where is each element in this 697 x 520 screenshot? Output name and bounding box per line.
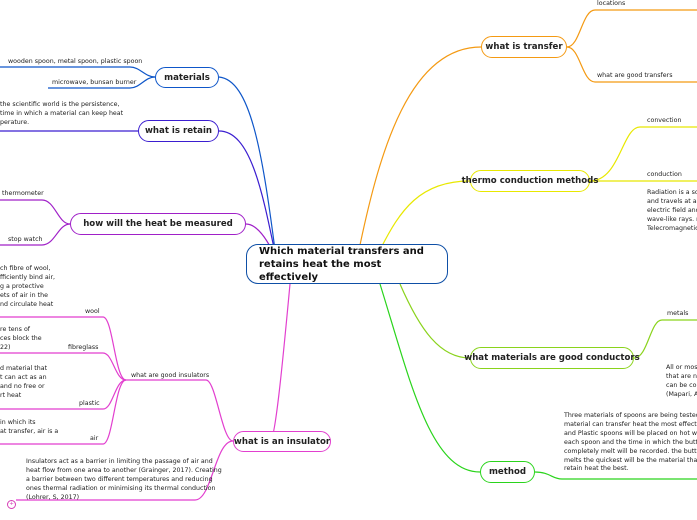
thermo-connectors [379, 126, 697, 251]
insulator-subtopic[interactable]: what are good insulators [131, 372, 210, 379]
measured-item-thermometer[interactable]: thermometer [2, 190, 44, 197]
conductors-connectors [399, 283, 697, 359]
insulator-title: what is an insulator [233, 436, 331, 447]
central-topic-line-2: retains heat the most effectively [259, 258, 382, 283]
method-note: Three materials of spoons are being test… [564, 412, 697, 473]
transfer-item-good-transfers[interactable]: what are good transfers [597, 72, 673, 79]
conductors-title: what materials are good conductors [464, 353, 640, 363]
central-topic-line-1: Which material transfers and [259, 245, 424, 257]
wool-note: ch fibre of wool,fficiently bind air,g a… [0, 265, 56, 308]
retain-node[interactable]: what is retain [138, 120, 219, 142]
method-connectors [379, 283, 697, 480]
insulator-node[interactable]: what is an insulator [233, 431, 331, 452]
insulator-item-wool[interactable]: wool [85, 308, 100, 315]
insulator-definition: Insulators act as a barrier in limiting … [26, 458, 222, 501]
transfer-connectors [359, 9, 697, 246]
materials-item-spoons[interactable]: wooden spoon, metal spoon, plastic spoon [8, 58, 143, 65]
central-topic[interactable]: Which material transfers and retains hea… [246, 244, 448, 284]
thermo-title: thermo conduction methods [461, 176, 599, 186]
radiation-note: Radiation is a sourand travels at a uele… [647, 189, 697, 232]
expand-toggle-icon[interactable]: + [7, 500, 16, 509]
thermo-item-conduction[interactable]: conduction [647, 171, 682, 178]
materials-title: materials [164, 72, 210, 83]
insulator-item-plastic[interactable]: plastic [79, 400, 100, 407]
retain-note: the scientific world is the persistence,… [0, 101, 124, 126]
thermo-node[interactable]: thermo conduction methods [462, 170, 598, 192]
measured-node[interactable]: how will the heat be measured [70, 213, 246, 235]
thermo-item-convection[interactable]: convection [647, 117, 682, 124]
insulator-item-fibreglass[interactable]: fibreglass [68, 344, 99, 351]
insulator-connectors [0, 283, 291, 501]
conductors-item-metals[interactable]: metals [667, 310, 689, 317]
measured-title: how will the heat be measured [83, 219, 233, 229]
insulator-item-air[interactable]: air [90, 435, 99, 442]
materials-item-heat-sources[interactable]: microwave, bunsan burner [52, 79, 137, 86]
method-node[interactable]: method [480, 461, 535, 483]
materials-connectors [0, 66, 276, 251]
retain-title: what is retain [144, 126, 213, 136]
conductors-node[interactable]: what materials are good conductors [464, 347, 640, 369]
transfer-item-locations[interactable]: locations [597, 0, 626, 7]
method-title: method [488, 467, 527, 477]
measured-item-stop-watch[interactable]: stop watch [8, 236, 43, 243]
retain-connectors [0, 130, 276, 254]
transfer-title: what is transfer [485, 42, 563, 52]
materials-node[interactable]: materials [155, 67, 219, 88]
transfer-node[interactable]: what is transfer [481, 36, 567, 58]
